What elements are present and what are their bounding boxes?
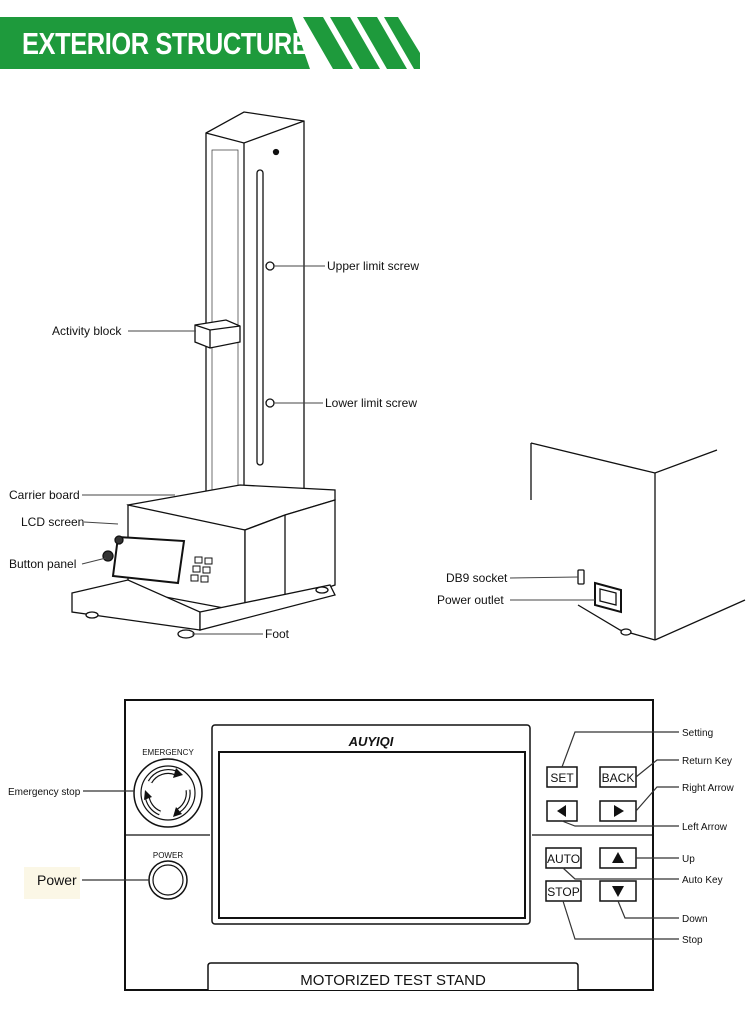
down-arrow-button[interactable] — [599, 880, 637, 902]
label-lower-limit-screw: Lower limit screw — [325, 396, 417, 410]
brand-logo: AUYIQI — [348, 734, 394, 749]
left-triangle-icon — [557, 805, 566, 817]
emergency-stop-button[interactable] — [133, 758, 203, 828]
label-setting: Setting — [682, 728, 713, 739]
label-return-key: Return Key — [682, 756, 732, 767]
key-grid — [190, 556, 213, 583]
label-button-panel: Button panel — [9, 557, 76, 571]
panel-leaders — [82, 731, 679, 940]
machine-leaders — [81, 265, 325, 635]
label-db9-socket: DB9 socket — [446, 571, 508, 585]
stop-button-label: STOP — [547, 885, 579, 899]
label-stop: Stop — [682, 935, 703, 946]
label-lcd-screen: LCD screen — [21, 515, 84, 529]
panel-footer-title: MOTORIZED TEST STAND — [300, 972, 486, 989]
up-triangle-icon — [612, 852, 624, 863]
left-arrow-button[interactable] — [546, 800, 578, 822]
rear-view-drawing — [530, 442, 746, 641]
emergency-text: EMERGENCY — [142, 748, 194, 757]
page-title: EXTERIOR STRUCTURE — [22, 26, 309, 61]
label-power: Power — [37, 872, 77, 888]
power-label-highlight — [24, 867, 80, 899]
label-left-arrow: Left Arrow — [682, 822, 728, 833]
rear-leaders — [509, 576, 595, 601]
machine-drawing — [71, 111, 336, 639]
right-arrow-button[interactable] — [599, 800, 637, 822]
control-panel: AUYIQI MOTORIZED TEST STAND EMERGENCY P — [124, 699, 654, 991]
power-button[interactable] — [148, 860, 188, 900]
label-down: Down — [682, 914, 708, 925]
label-upper-limit-screw: Upper limit screw — [327, 259, 419, 273]
label-emergency-stop: Emergency stop — [8, 787, 81, 798]
set-button[interactable]: SET — [546, 766, 578, 788]
label-right-arrow: Right Arrow — [682, 783, 734, 794]
header-banner — [0, 17, 420, 69]
label-carrier-board: Carrier board — [9, 488, 80, 502]
back-button-label: BACK — [602, 771, 635, 785]
banner-shape — [0, 17, 420, 69]
auto-button[interactable]: AUTO — [545, 847, 582, 869]
down-triangle-icon — [612, 886, 624, 897]
label-auto-key: Auto Key — [682, 875, 723, 886]
label-power-outlet: Power outlet — [437, 593, 504, 607]
label-up: Up — [682, 854, 695, 865]
label-foot: Foot — [265, 627, 290, 641]
power-text: POWER — [153, 851, 183, 860]
label-activity-block: Activity block — [52, 324, 122, 338]
set-button-label: SET — [550, 771, 574, 785]
up-arrow-button[interactable] — [599, 847, 637, 869]
right-triangle-icon — [614, 805, 624, 817]
back-button[interactable]: BACK — [599, 766, 637, 788]
stop-button[interactable]: STOP — [545, 880, 582, 902]
auto-button-label: AUTO — [547, 852, 580, 866]
